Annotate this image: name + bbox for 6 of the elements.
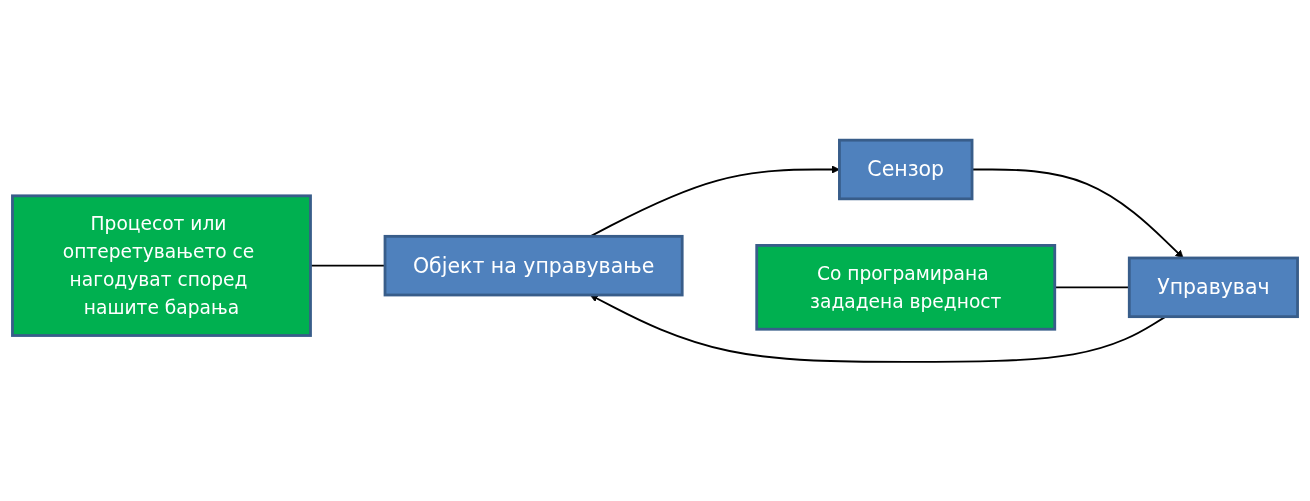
node-box: Сензор bbox=[838, 138, 974, 200]
node-box: Со програмирана зададена вредност bbox=[755, 243, 1057, 331]
node-box: Управувач bbox=[1127, 256, 1299, 318]
node-box: Објект на управување bbox=[383, 234, 684, 296]
node-box: Процесот или оптеретувањето се нагодуват според нашите барања bbox=[11, 193, 312, 337]
arrow bbox=[589, 294, 1167, 363]
